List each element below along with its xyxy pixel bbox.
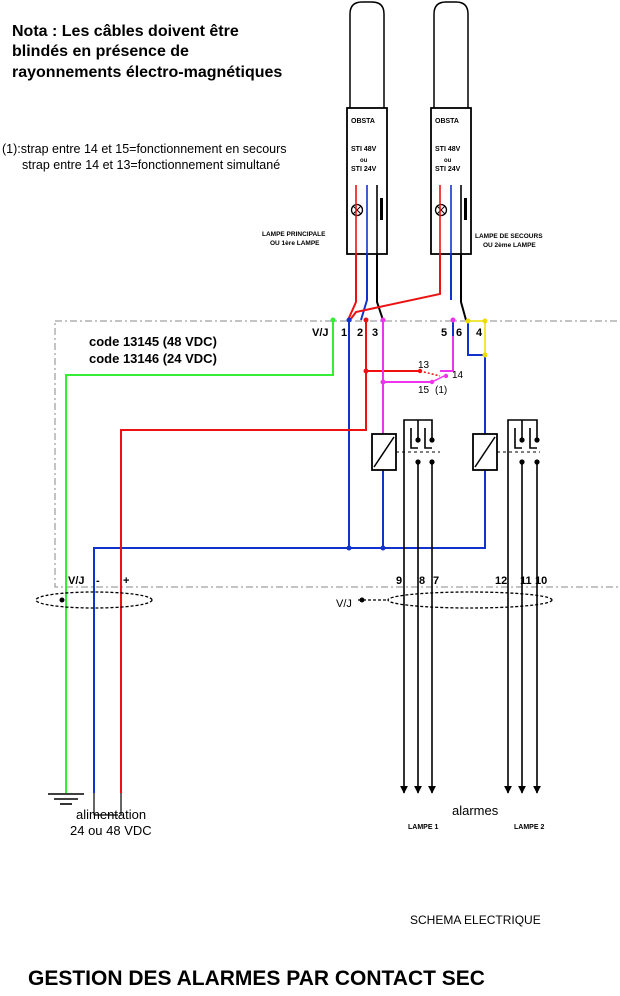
strap-terminal-labels: 13 14 15 (1) (418, 360, 464, 396)
svg-text:LAMPE PRINCIPALE: LAMPE PRINCIPALE (262, 231, 326, 238)
svg-text:blindés en présence de: blindés en présence de (12, 43, 189, 60)
svg-text:9: 9 (396, 575, 402, 587)
svg-text:code 13145 (48 VDC): code 13145 (48 VDC) (89, 334, 217, 349)
lamp-bulb (433, 1, 469, 111)
alarm-contacts-2 (507, 419, 540, 575)
svg-text:strap entre 14 et 13=fonctionn: strap entre 14 et 13=fonctionnement simu… (22, 158, 280, 172)
strap-links (417, 368, 449, 385)
lamp-principale: OBSTA STI 48V ou STI 24V LAMPE PRINCIPAL… (262, 1, 388, 255)
relay-1 (371, 433, 440, 471)
cable-shield-supply (35, 591, 153, 609)
svg-text:ou: ou (360, 158, 368, 164)
earth-ground-icon (48, 793, 84, 805)
svg-text:2: 2 (357, 327, 363, 339)
svg-text:5: 5 (441, 327, 447, 339)
alarms-label: alarmes LAMPE 1 LAMPE 2 (408, 803, 544, 831)
svg-text:15: 15 (418, 385, 430, 396)
svg-text:V/J: V/J (336, 598, 352, 610)
svg-text:LAMPE DE SECOURS: LAMPE DE SECOURS (475, 233, 543, 240)
supply-arrows (93, 793, 122, 816)
svg-text:7: 7 (433, 575, 439, 587)
svg-text:11: 11 (520, 575, 532, 587)
svg-text:code 13146 (24 VDC): code 13146 (24 VDC) (89, 351, 217, 366)
svg-text:STI 24V: STI 24V (351, 166, 377, 173)
svg-text:12: 12 (495, 575, 507, 587)
svg-text:OBSTA: OBSTA (435, 118, 459, 125)
lamp-contact (380, 198, 383, 220)
svg-text:OU 2ème LAMPE: OU 2ème LAMPE (483, 242, 536, 249)
strap-note: (1):strap entre 14 et 15=fonctionnement … (2, 142, 287, 172)
svg-text:rayonnements électro-magnétiqu: rayonnements électro-magnétiques (12, 64, 282, 81)
svg-text:1: 1 (341, 327, 347, 339)
svg-text:3: 3 (372, 327, 378, 339)
svg-text:LAMPE 2: LAMPE 2 (514, 824, 544, 831)
svg-text:alarmes: alarmes (452, 803, 499, 818)
svg-text:-: - (96, 575, 100, 587)
page-title: GESTION DES ALARMES PAR CONTACT SEC (28, 967, 485, 990)
alarm-output-lines (400, 575, 541, 794)
lamp-contact (464, 198, 467, 220)
svg-text:24 ou 48 VDC: 24 ou 48 VDC (70, 823, 152, 838)
module-codes: code 13145 (48 VDC) code 13146 (24 VDC) (89, 334, 217, 366)
alarm-contacts-1 (403, 419, 435, 575)
svg-text:8: 8 (419, 575, 425, 587)
lamp-bulb (349, 1, 385, 111)
junction-dots (330, 317, 488, 551)
schema-label: SCHEMA ELECTRIQUE (410, 913, 541, 927)
svg-text:14: 14 (452, 370, 464, 381)
svg-text:alimentation: alimentation (76, 807, 146, 822)
svg-text:13: 13 (418, 360, 430, 371)
svg-text:LAMPE 1: LAMPE 1 (408, 824, 438, 831)
relay-2 (472, 433, 540, 471)
wires (65, 254, 486, 793)
svg-text:OBSTA: OBSTA (351, 118, 375, 125)
svg-text:ou: ou (444, 158, 452, 164)
svg-text:V/J: V/J (68, 575, 85, 587)
top-terminal-labels: V/J 1 2 3 5 6 4 (312, 327, 483, 339)
lamp-internal-wiring (355, 185, 462, 254)
cable-shield-alarms: V/J (336, 591, 553, 610)
svg-text:6: 6 (456, 327, 462, 339)
supply-label: alimentation 24 ou 48 VDC (70, 807, 152, 838)
svg-text:STI 48V: STI 48V (351, 146, 377, 153)
svg-text:(1):strap entre 14 et 15=fonct: (1):strap entre 14 et 15=fonctionnement … (2, 142, 287, 156)
shielding-note: Nota : Les câbles doivent être blindés e… (12, 23, 282, 81)
svg-text:+: + (123, 575, 129, 587)
svg-text:4: 4 (476, 327, 483, 339)
svg-text:10: 10 (535, 575, 547, 587)
bottom-terminal-labels: V/J - + 9 8 7 12 11 10 (68, 575, 547, 587)
svg-text:(1): (1) (435, 385, 447, 396)
svg-text:V/J: V/J (312, 327, 329, 339)
lamp-secours: OBSTA STI 48V ou STI 24V LAMPE DE SECOUR… (430, 1, 543, 255)
svg-text:STI 24V: STI 24V (435, 166, 461, 173)
svg-text:Nota : Les câbles doivent être: Nota : Les câbles doivent être (12, 23, 239, 40)
module-box (54, 320, 620, 588)
svg-text:STI 48V: STI 48V (435, 146, 461, 153)
svg-text:OU 1ère LAMPE: OU 1ère LAMPE (270, 240, 320, 247)
